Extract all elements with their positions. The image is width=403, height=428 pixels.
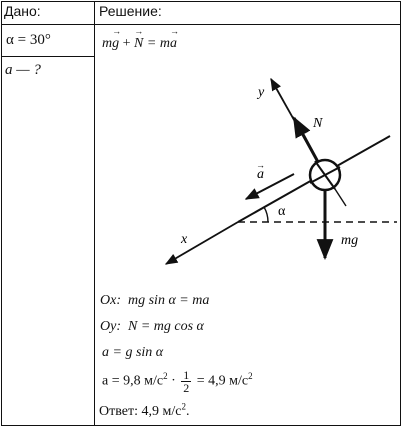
vector-equation: mg + N = ma bbox=[102, 26, 177, 52]
label-mg: mg bbox=[341, 233, 358, 248]
header-divider bbox=[1, 24, 401, 25]
label-x: x bbox=[180, 232, 188, 247]
given-row-divider bbox=[1, 56, 95, 57]
answer: Ответ: 4,9 м/с2. bbox=[99, 401, 190, 419]
normal-extension bbox=[334, 188, 347, 207]
eq-plus: + bbox=[119, 36, 135, 51]
body-cross-2 bbox=[309, 166, 341, 184]
angle-arc bbox=[263, 206, 269, 223]
x-axis-arrow bbox=[164, 221, 239, 265]
given-unknown: a — ? bbox=[5, 62, 41, 78]
label-N: N bbox=[312, 116, 323, 131]
oy-equation: Oy: N = mg cos α bbox=[100, 319, 204, 334]
label-alpha: α bbox=[278, 204, 286, 219]
eq-a-vector: a bbox=[170, 26, 177, 52]
solution-header: Решение: bbox=[99, 3, 162, 19]
ox-equation: Ox: mg sin α = ma bbox=[100, 293, 210, 308]
normal-force-arrow bbox=[292, 116, 320, 163]
column-divider bbox=[94, 1, 95, 426]
eq-N-vector: N bbox=[134, 26, 144, 52]
eq-g-vector: g bbox=[112, 26, 119, 52]
given-alpha: α = 30° bbox=[6, 32, 51, 48]
acceleration-arrow bbox=[244, 173, 295, 200]
a-equation: a = g sin α bbox=[102, 345, 164, 360]
label-a: a bbox=[257, 167, 264, 182]
eq-m: m bbox=[102, 36, 113, 51]
label-a-arrow: → bbox=[256, 160, 265, 170]
given-header: Дано: bbox=[4, 3, 41, 19]
eq-equals: = m bbox=[143, 36, 170, 51]
label-y: y bbox=[256, 85, 265, 100]
